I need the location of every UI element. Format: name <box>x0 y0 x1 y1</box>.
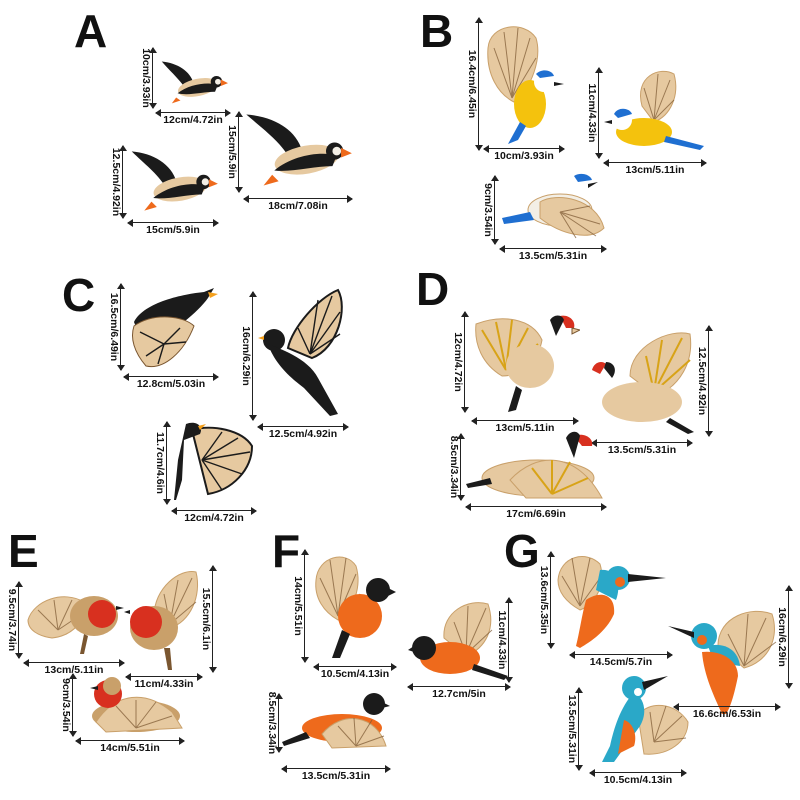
blackbird-icon <box>258 288 348 420</box>
group-label-a: A <box>74 5 108 57</box>
height-dimension: 11cm/4.33in <box>586 67 603 159</box>
width-dimension: 13.5cm/5.31in <box>499 245 607 262</box>
group-label-f: F <box>272 525 301 577</box>
width-dimension: 12.5cm/4.92in <box>257 423 349 440</box>
width-dimension: 14cm/5.51in <box>75 737 185 754</box>
width-dimension: 12.7cm/5in <box>407 683 511 700</box>
width-dimension: 15cm/5.9in <box>127 219 219 236</box>
group-label-e: E <box>8 525 39 577</box>
height-dimension: 15cm/5.9in <box>226 111 243 193</box>
group-label-d: D <box>416 263 450 315</box>
width-dimension: 17cm/6.69in <box>465 503 607 520</box>
height-dimension: 8.5cm/3.34in <box>266 691 283 755</box>
blue-tit-icon <box>484 18 568 146</box>
width-dimension: 10cm/3.93in <box>483 145 565 162</box>
height-dimension: 12cm/4.72in <box>452 311 469 413</box>
height-dimension: 9cm/3.54in <box>482 175 499 245</box>
puffin-icon <box>128 146 218 216</box>
width-dimension: 11cm/4.33in <box>125 673 203 690</box>
height-dimension: 14cm/5.51in <box>292 549 309 663</box>
group-label-g: G <box>504 525 540 577</box>
width-dimension: 18cm/7.08in <box>243 195 353 212</box>
height-dimension: 12.5cm/4.92in <box>110 145 127 219</box>
width-dimension: 13cm/5.11in <box>603 159 707 176</box>
height-dimension: 10cm/3.93in <box>140 47 157 109</box>
width-dimension: 14.5cm/5.7in <box>569 651 673 668</box>
width-dimension: 13.5cm/5.31in <box>281 765 391 782</box>
width-dimension: 12cm/4.72in <box>171 507 257 524</box>
height-dimension: 16.4cm/6.45in <box>466 17 483 151</box>
width-dimension: 12.8cm/5.03in <box>123 373 219 390</box>
width-dimension: 16.6cm/6.53in <box>673 703 781 720</box>
goldfinch-icon <box>466 428 606 500</box>
blue-tit-icon <box>604 66 708 156</box>
bullfinch-icon <box>408 598 510 682</box>
kingfisher-icon <box>556 550 666 650</box>
height-dimension: 13.6cm/5.35in <box>538 551 555 649</box>
height-dimension: 9cm/3.54in <box>60 673 77 737</box>
puffin-icon <box>244 108 352 192</box>
width-dimension: 13.5cm/5.31in <box>591 439 693 456</box>
robin-icon <box>24 580 126 656</box>
group-label-c: C <box>62 269 96 321</box>
height-dimension: 11cm/4.33in <box>496 597 513 683</box>
height-dimension: 12.5cm/4.92in <box>696 325 713 437</box>
blue-tit-icon <box>500 172 608 246</box>
puffin-icon <box>156 54 228 108</box>
kingfisher-icon <box>668 606 784 716</box>
height-dimension: 16.5cm/6.49in <box>108 283 125 371</box>
height-dimension: 16cm/6.29in <box>776 585 793 689</box>
height-dimension: 16cm/6.29in <box>240 291 257 421</box>
robin-icon <box>76 672 184 736</box>
blackbird-icon <box>124 282 218 372</box>
goldfinch-icon <box>590 326 694 434</box>
blackbird-icon <box>172 420 256 504</box>
kingfisher-icon <box>594 672 692 764</box>
goldfinch-icon <box>472 310 580 414</box>
height-dimension: 9.5cm/3.74in <box>6 581 23 659</box>
width-dimension: 10.5cm/4.13in <box>313 663 397 680</box>
width-dimension: 13cm/5.11in <box>23 659 125 676</box>
width-dimension: 13cm/5.11in <box>471 417 579 434</box>
height-dimension: 13.5cm/5.31in <box>566 687 583 771</box>
bullfinch-icon <box>282 690 390 752</box>
robin-icon <box>124 566 202 672</box>
width-dimension: 12cm/4.72in <box>155 109 231 126</box>
height-dimension: 15.5cm/6.1in <box>200 565 217 673</box>
bullfinch-icon <box>312 550 396 660</box>
group-label-b: B <box>420 5 454 57</box>
width-dimension: 10.5cm/4.13in <box>589 769 687 786</box>
height-dimension: 11.7cm/4.6in <box>154 421 171 505</box>
height-dimension: 8.5cm/3.34in <box>448 433 465 501</box>
